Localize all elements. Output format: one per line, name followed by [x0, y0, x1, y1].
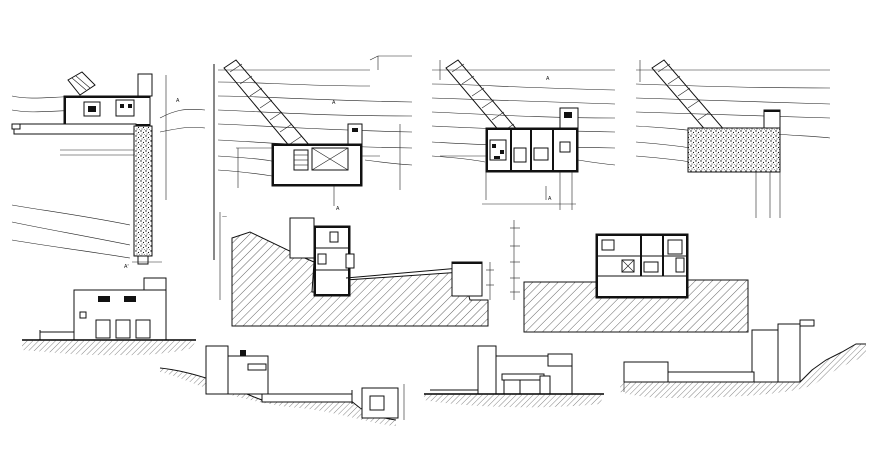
- section-a: —: [219, 212, 494, 327]
- elevation-mid-left: [159, 345, 405, 426]
- svg-text:—: —: [222, 214, 227, 220]
- svg-text:A: A: [336, 206, 340, 212]
- svg-text:A: A: [176, 98, 180, 104]
- site-plan-left: A' A: [11, 71, 206, 270]
- elevation-mid-right: [424, 345, 604, 408]
- elevation-right: [620, 319, 866, 398]
- ground-plan-a: A A: [213, 55, 413, 260]
- elevation-left: [22, 277, 196, 356]
- roof-plan: [635, 59, 831, 218]
- svg-text:A: A: [332, 100, 336, 106]
- svg-text:A': A': [124, 264, 129, 270]
- svg-text:A: A: [548, 196, 552, 202]
- ground-plan-b: A A: [431, 59, 616, 210]
- section-b: [510, 220, 749, 333]
- svg-text:A: A: [546, 76, 550, 82]
